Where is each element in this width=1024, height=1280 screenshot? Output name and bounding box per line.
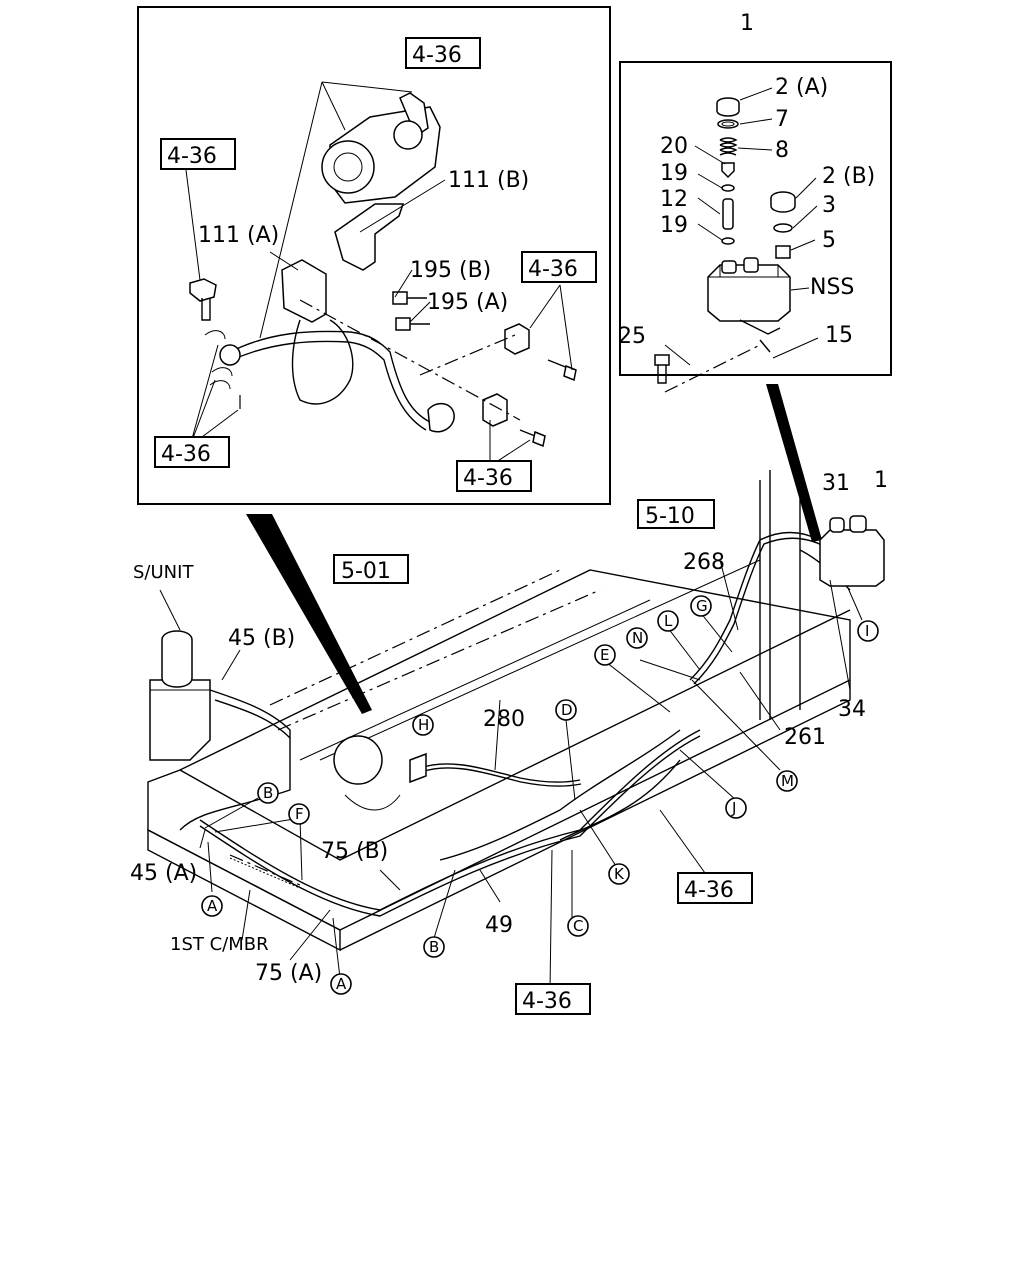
label-part-25: 25 [618,324,646,349]
svg-text:A: A [336,975,347,993]
label-part-268: 268 [683,550,725,575]
label-part-31: 31 [822,471,850,496]
svg-text:B: B [429,938,439,956]
circle-ref-b-lower: B [423,936,445,958]
ref-box-4-36-pump[interactable]: 4-36 [405,37,481,69]
svg-text:F: F [295,805,304,823]
ref-box-4-36-clamp-c[interactable]: 4-36 [515,983,591,1015]
svg-text:N: N [632,629,643,647]
svg-text:I: I [865,622,869,640]
ref-box-4-36-bolt[interactable]: 4-36 [160,138,236,170]
label-part-1-tank: 1 [874,468,888,493]
label-part-111a: 111 (A) [198,223,279,248]
label-part-3: 3 [822,193,836,218]
circle-ref-d: D [555,699,577,721]
label-part-75a: 75 (A) [255,961,322,986]
svg-text:A: A [207,897,218,915]
label-part-2b: 2 (B) [822,164,875,189]
circle-ref-i: I [857,620,879,642]
label-part-5: 5 [822,228,836,253]
circle-ref-k: K [608,863,630,885]
ref-box-4-36-clips[interactable]: 4-36 [154,436,230,468]
label-part-280: 280 [483,707,525,732]
label-part-19a: 19 [660,161,688,186]
label-part-75b: 75 (B) [321,839,388,864]
circle-ref-g: G [690,595,712,617]
label-part-nss: NSS [810,275,854,300]
reservoir-exploded-view [654,87,819,393]
circle-ref-a-right: A [330,973,352,995]
svg-text:5-01: 5-01 [341,559,391,584]
circle-ref-a-left: A [201,895,223,917]
label-part-195b: 195 (B) [410,258,491,283]
ref-box-4-36-clamp-lower[interactable]: 4-36 [456,460,532,492]
svg-text:4-36: 4-36 [167,144,217,169]
svg-text:4-36: 4-36 [684,878,734,903]
svg-text:M: M [781,772,794,790]
svg-text:J: J [731,799,736,817]
label-part-2a: 2 (A) [775,75,828,100]
svg-text:H: H [418,716,429,734]
svg-text:L: L [664,612,673,630]
label-part-111b: 111 (B) [448,168,529,193]
label-part-12: 12 [660,187,688,212]
circle-ref-b-upper: B [257,782,279,804]
reservoir-detail-panel [619,61,892,376]
svg-text:B: B [263,784,273,802]
label-part-15: 15 [825,323,853,348]
label-part-7: 7 [775,107,789,132]
circle-ref-c: C [567,915,589,937]
circle-ref-h: H [412,714,434,736]
svg-text:4-36: 4-36 [161,442,211,467]
main-frame-assembly [147,470,885,991]
svg-text:4-36: 4-36 [463,466,513,491]
ref-box-5-01[interactable]: 5-01 [333,554,409,584]
circle-ref-f: F [288,803,310,825]
circle-ref-l: L [657,610,679,632]
ref-box-5-10[interactable]: 5-10 [637,499,715,529]
callout-wedge-reservoir [766,384,822,542]
circle-ref-n: N [626,627,648,649]
label-sunit: S/UNIT [133,562,194,583]
label-part-49: 49 [485,913,513,938]
svg-text:C: C [573,917,583,935]
label-part-19b: 19 [660,213,688,238]
circle-ref-e: E [594,644,616,666]
svg-text:5-10: 5-10 [645,504,695,529]
svg-text:K: K [614,865,625,883]
label-part-8: 8 [775,138,789,163]
svg-text:D: D [561,701,573,719]
svg-text:4-36: 4-36 [412,43,462,68]
ref-box-4-36-clamp-upper[interactable]: 4-36 [521,251,597,283]
pump-detail-panel [137,6,611,505]
label-part-45b: 45 (B) [228,626,295,651]
label-part-195a: 195 (A) [427,290,508,315]
circle-ref-j: J [725,797,747,819]
label-part-34: 34 [838,697,866,722]
pump-exploded-view [185,81,577,467]
label-part-261: 261 [784,725,826,750]
circle-ref-m: M [776,770,798,792]
ref-box-4-36-line-49[interactable]: 4-36 [677,872,753,904]
callout-wedge-pump [246,514,372,714]
label-part-1-top: 1 [740,11,754,36]
svg-text:4-36: 4-36 [528,257,578,282]
label-part-20: 20 [660,134,688,159]
label-part-45a: 45 (A) [130,861,197,886]
svg-text:G: G [696,597,708,615]
svg-text:4-36: 4-36 [522,989,572,1014]
svg-text:E: E [600,646,609,664]
label-first-crossmember: 1ST C/MBR [170,934,269,955]
